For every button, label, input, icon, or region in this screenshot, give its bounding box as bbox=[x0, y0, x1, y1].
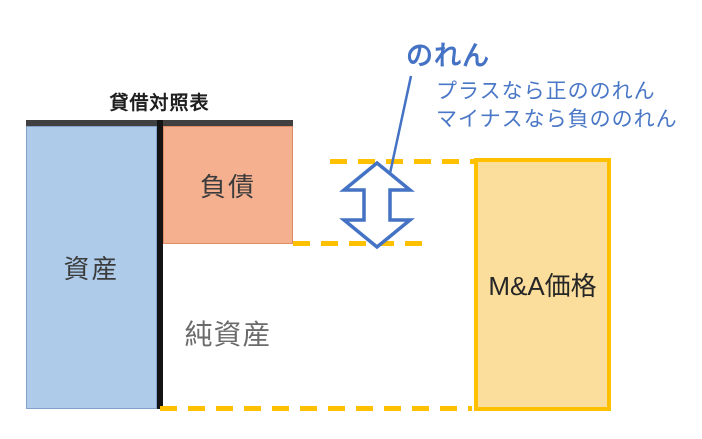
goodwill-annotation: プラスなら正ののれん マイナスなら負ののれん bbox=[436, 78, 678, 134]
goodwill-heading: のれん bbox=[406, 41, 490, 71]
dashed-guide-liabilities-bottom bbox=[293, 241, 433, 246]
annotation-line-2: マイナスなら負ののれん bbox=[436, 108, 678, 131]
assets-box: 資産 bbox=[26, 126, 157, 409]
ma-price-box: M&A価格 bbox=[474, 158, 611, 411]
balance-sheet-title: 貸借対照表 bbox=[109, 93, 210, 114]
net-assets-label: 純資産 bbox=[184, 319, 272, 350]
liabilities-box: 負債 bbox=[163, 126, 293, 244]
annotation-line-1: プラスなら正ののれん bbox=[436, 80, 656, 103]
dashed-guide-ma-top bbox=[330, 159, 474, 164]
assets-label: 資産 bbox=[63, 254, 120, 284]
liabilities-label: 負債 bbox=[199, 171, 256, 202]
ma-price-label: M&A価格 bbox=[488, 271, 597, 301]
balance-sheet-divider bbox=[157, 120, 163, 409]
double-arrow-icon bbox=[339, 160, 415, 250]
dashed-guide-baseline bbox=[160, 406, 472, 411]
